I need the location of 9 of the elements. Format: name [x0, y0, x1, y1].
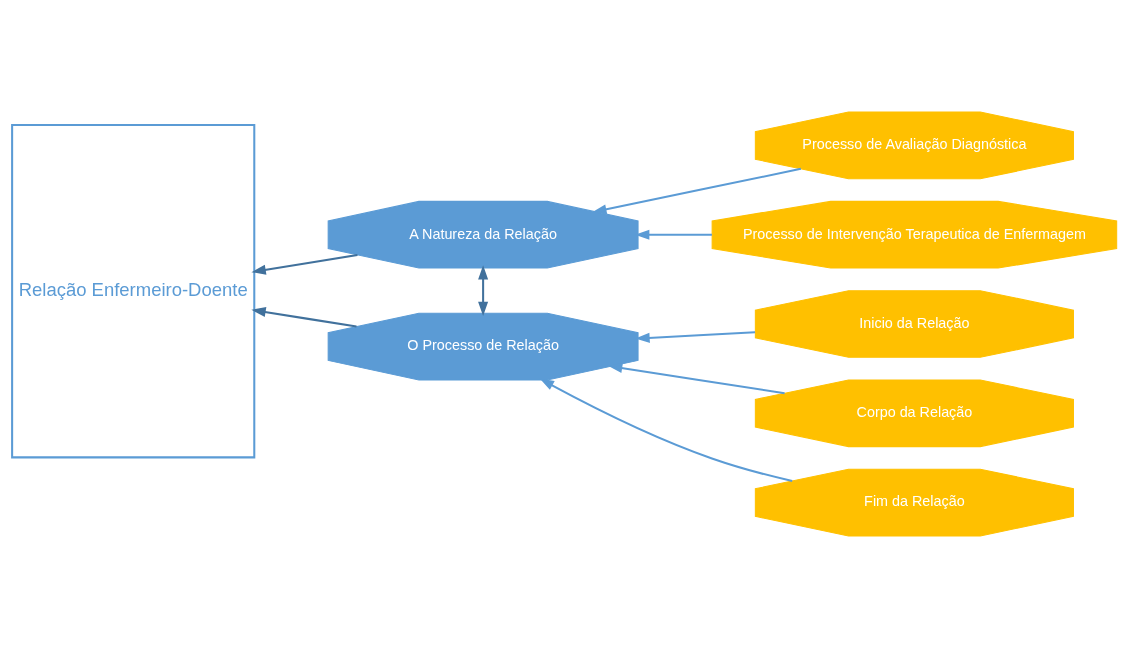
arrow [635, 331, 756, 343]
arrow [251, 253, 358, 275]
arrow [478, 265, 489, 317]
arrow [539, 378, 793, 482]
arrow [251, 307, 357, 328]
arrow [592, 167, 802, 215]
arrow [635, 229, 712, 240]
node-box: Relação Enfermeiro-Doente [11, 123, 256, 459]
arrow [607, 363, 785, 395]
